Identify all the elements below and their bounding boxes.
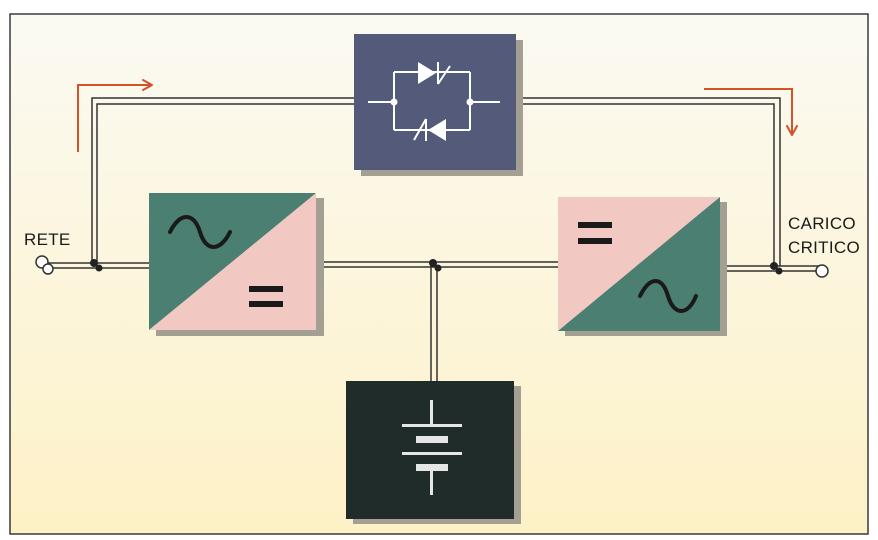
inverter-block — [558, 197, 727, 336]
bypass-flow-arrow-left — [77, 84, 152, 152]
output-label-line1: CARICO — [788, 214, 856, 233]
terminals — [35, 255, 829, 278]
bypass-wire-right — [518, 97, 781, 266]
battery-block — [346, 381, 521, 524]
wires — [46, 97, 820, 384]
flow-arrows — [77, 79, 798, 152]
bypass-flow-arrow-left-head — [142, 79, 153, 91]
inverter-green-half — [558, 197, 720, 331]
bypass-flow-arrow-right — [704, 88, 793, 135]
rectifier-pink-half — [149, 193, 316, 330]
junction-dc-bus-2 — [434, 264, 442, 272]
anti-parallel-thyristors-icon — [368, 62, 500, 141]
dc-equals-icon-inverter — [578, 222, 612, 244]
output-terminal — [815, 264, 829, 278]
battery-wire — [430, 265, 438, 384]
junction-input — [90, 259, 98, 267]
rectifier-block — [149, 193, 324, 336]
bypass-flow-arrow-right-head — [786, 125, 798, 136]
junction-input-2 — [95, 264, 103, 272]
dc-equals-icon — [249, 286, 283, 307]
static-bypass-switch — [354, 34, 523, 176]
junction-dc-bus — [429, 259, 437, 267]
junction-dots — [90, 259, 783, 275]
ac-sine-icon — [168, 215, 232, 249]
battery-icon — [402, 400, 462, 495]
input-label-rete: RETE — [24, 230, 71, 249]
input-terminal-2 — [42, 263, 54, 275]
bypass-wire-left — [91, 97, 356, 263]
ac-sine-icon-inverter — [638, 279, 698, 313]
output-label-line2: CRITICO — [788, 238, 860, 257]
junction-output — [770, 262, 778, 270]
junction-output-2 — [775, 267, 783, 275]
